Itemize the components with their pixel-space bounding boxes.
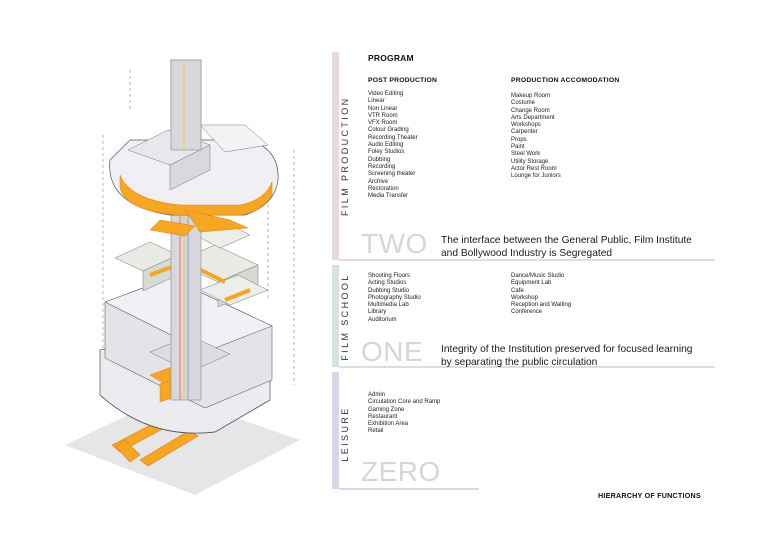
- list-item: Cafe: [511, 287, 524, 294]
- list-item: Change Room: [511, 107, 550, 114]
- leisure-rule: [339, 488, 479, 490]
- description-line: The interface between the General Public…: [441, 235, 692, 246]
- description-line: and Bollywood Industry is Segregated: [441, 248, 613, 259]
- list-item: Exhibition Area: [368, 421, 409, 428]
- side-label-film-school: FILM SCHOOL: [340, 273, 350, 361]
- list-item: Media Transfer: [368, 193, 409, 200]
- list-item: Foley Studios: [368, 149, 405, 156]
- list-item: Library: [368, 309, 387, 316]
- list-item: VTR Room: [368, 112, 398, 119]
- film-production-bar: [332, 52, 339, 260]
- list-item: Recording Theater: [368, 134, 418, 141]
- list-item: Restaurant: [368, 413, 398, 420]
- list-item: Auditorium: [368, 316, 397, 323]
- list-item: Lounge for Juniors: [511, 173, 561, 180]
- list-item: Audio Editing: [368, 142, 404, 149]
- list-item: Props: [511, 136, 527, 143]
- axonometric-building-diagram: [65, 59, 300, 495]
- list-item: Dance/Music Studio: [511, 273, 565, 279]
- list-item: Utility Storage: [511, 158, 549, 165]
- list-item: Non Linear: [368, 105, 398, 112]
- film-school-rule: [339, 366, 715, 368]
- list-item: Actor Rest Room: [511, 165, 557, 172]
- film-production-rule: [339, 259, 715, 261]
- film-production-description: The interface between the General Public…: [441, 234, 692, 260]
- list-item: Paint: [511, 144, 525, 151]
- list-item: Steel Work: [511, 151, 541, 158]
- description-line: Integrity of the Institution preserved f…: [441, 344, 693, 355]
- list-item: Dubbing: [368, 156, 391, 163]
- list-item: Retail: [368, 428, 384, 435]
- ground-circulation: [111, 411, 199, 467]
- list-item: Photography Studio: [368, 294, 421, 301]
- list-item: Video Editing: [368, 91, 404, 97]
- program-title: PROGRAM: [368, 53, 414, 63]
- hierarchy-of-functions-title: HIERARCHY OF FUNCTIONS: [598, 491, 701, 500]
- list-item: Workshop: [511, 294, 538, 301]
- list-item: Conference: [511, 309, 543, 316]
- projection-lines: [102, 70, 295, 385]
- list-item: Dubbing Studio: [368, 287, 410, 294]
- list-item: Acting Studios: [368, 280, 407, 287]
- post-production-heading: POST PRODUCTION: [368, 77, 438, 84]
- list-item: Admin: [368, 392, 386, 398]
- level-word-zero: ZERO: [361, 456, 441, 487]
- list-item: Workshops: [511, 122, 541, 129]
- list-item: Shooting Floors: [368, 273, 411, 279]
- list-item: Circulation Core and Ramp: [368, 399, 441, 406]
- list-item: Screening theater: [368, 171, 416, 178]
- leisure-bar: [332, 372, 339, 489]
- list-item: Archive: [368, 178, 389, 185]
- production-circulation: [149, 209, 249, 237]
- list-item: Arts Department: [511, 114, 555, 121]
- list-item: Colour Grading: [368, 127, 409, 134]
- list-item: Restoration: [368, 185, 399, 192]
- list-item: Gaming Zone: [368, 406, 405, 413]
- level-word-two: TWO: [361, 228, 428, 259]
- side-label-film-production: FILM PRODUCTION: [340, 96, 350, 216]
- list-item: Costume: [511, 100, 536, 107]
- production-accomodation-heading: PRODUCTION ACCOMODATION: [511, 77, 620, 84]
- film-school-bar: [332, 265, 339, 367]
- description-line: by separating the public circulation: [441, 357, 598, 368]
- list-item: Makeup Room: [511, 93, 551, 99]
- level-word-one: ONE: [361, 336, 424, 367]
- list-item: Linear: [368, 98, 385, 105]
- list-item: Recording: [368, 163, 396, 170]
- side-label-leisure: LEISURE: [340, 406, 350, 462]
- list-item: Equipment Lab: [511, 280, 552, 287]
- list-item: Multimedia Lab: [368, 302, 409, 309]
- production-orange-band: [119, 174, 273, 216]
- list-item: VFX Room: [368, 120, 398, 127]
- list-item: Reception and Waiting: [511, 302, 572, 309]
- list-item: Carpenter: [511, 129, 538, 136]
- film-school-description: Integrity of the Institution preserved f…: [441, 343, 692, 369]
